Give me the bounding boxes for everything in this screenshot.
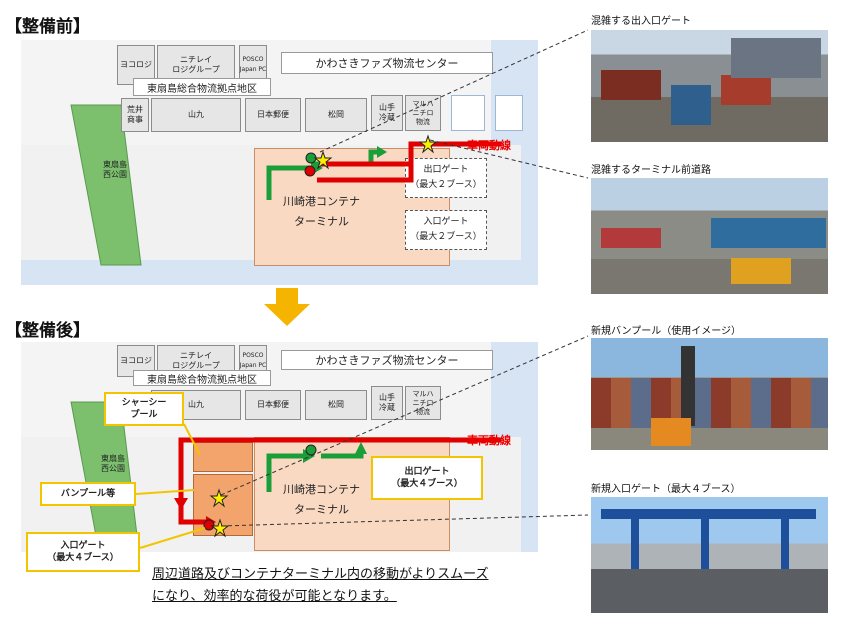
- before-park-label: 東扇島 西公園: [103, 160, 127, 179]
- caption: 周辺道路及びコンテナターミナル内の移動がよりスムーズ になり、効率的な荷役が可能…: [152, 564, 488, 608]
- before-bld-side: [495, 95, 523, 131]
- after-entry-gate-callout: 入口ゲート （最大４ブース）: [26, 532, 140, 572]
- photo-2-congested-road: [591, 178, 828, 294]
- after-route-lines: [174, 437, 501, 538]
- caption-line-2: になり、効率的な荷役が可能となります。: [152, 589, 397, 604]
- photo-4-title: 新規入口ゲート（最大４ブース）: [591, 484, 741, 495]
- down-arrow: [264, 288, 310, 326]
- before-bld-yamate: 山手 冷蔵: [371, 95, 403, 131]
- before-bld-matsuoka: 松岡: [305, 98, 367, 132]
- after-exit-gate: 出口ゲート （最大４ブース）: [371, 456, 483, 500]
- after-map: 東扇島 西公園 ヨコロジ ニチレイ ロジグループ POSCO Japan PC …: [21, 342, 538, 552]
- photo-4-new-entry-gate: [591, 497, 828, 613]
- before-bld-nippon-post: 日本郵便: [245, 98, 301, 132]
- before-bld-yamakyu: 山九: [151, 98, 241, 132]
- after-heading: 【整備後】: [5, 321, 90, 341]
- before-entry-gate: 入口ゲート （最大２ブース）: [405, 210, 487, 250]
- after-van-pool-callout: バンプール等: [40, 482, 136, 506]
- photo-2-title: 混雑するターミナル前道路: [591, 165, 711, 176]
- after-district: 東扇島総合物流拠点地区: [133, 370, 271, 386]
- before-exit-gate: 出口ゲート （最大２ブース）: [405, 158, 487, 198]
- caption-line-1: 周辺道路及びコンテナターミナル内の移動がよりスムーズ: [152, 567, 489, 582]
- after-terminal-label: 川崎港コンテナ ターミナル: [283, 483, 360, 516]
- before-center-name: かわさきファズ物流センター: [281, 52, 493, 74]
- after-route-label: 車両動線: [467, 434, 511, 447]
- photo-3-van-pool: [591, 338, 828, 450]
- before-route-lines: [266, 134, 501, 200]
- photo-3-title: 新規バンプール（使用イメージ）: [591, 326, 741, 337]
- photo-1-title: 混雑する出入口ゲート: [591, 16, 691, 27]
- after-chassis-pool-callout: シャーシー プール: [104, 392, 184, 426]
- before-bld-arai: 荒井 商事: [121, 98, 149, 132]
- after-bld-matsuoka: 松岡: [305, 390, 367, 420]
- photo-1-congested-gate: [591, 30, 828, 142]
- before-district: 東扇島総合物流拠点地区: [133, 78, 271, 96]
- after-bld-maruha: マルハ ニチロ 物流: [405, 386, 441, 420]
- after-bld-yamate: 山手 冷蔵: [371, 386, 403, 420]
- before-park-shape: [70, 104, 142, 266]
- before-map: 東扇島 西公園 ヨコロジ ニチレイ ロジグループ POSCO Japan PC …: [21, 40, 538, 285]
- before-heading: 【整備前】: [5, 17, 90, 37]
- after-park-label: 東扇島 西公園: [101, 454, 125, 473]
- after-center-name: かわさきファズ物流センター: [281, 350, 493, 370]
- before-terminal-label: 川崎港コンテナ ターミナル: [283, 195, 360, 228]
- before-route-label: 車両動線: [467, 139, 511, 152]
- before-bld-small: [451, 95, 485, 131]
- after-bld-nippon-post: 日本郵便: [245, 390, 301, 420]
